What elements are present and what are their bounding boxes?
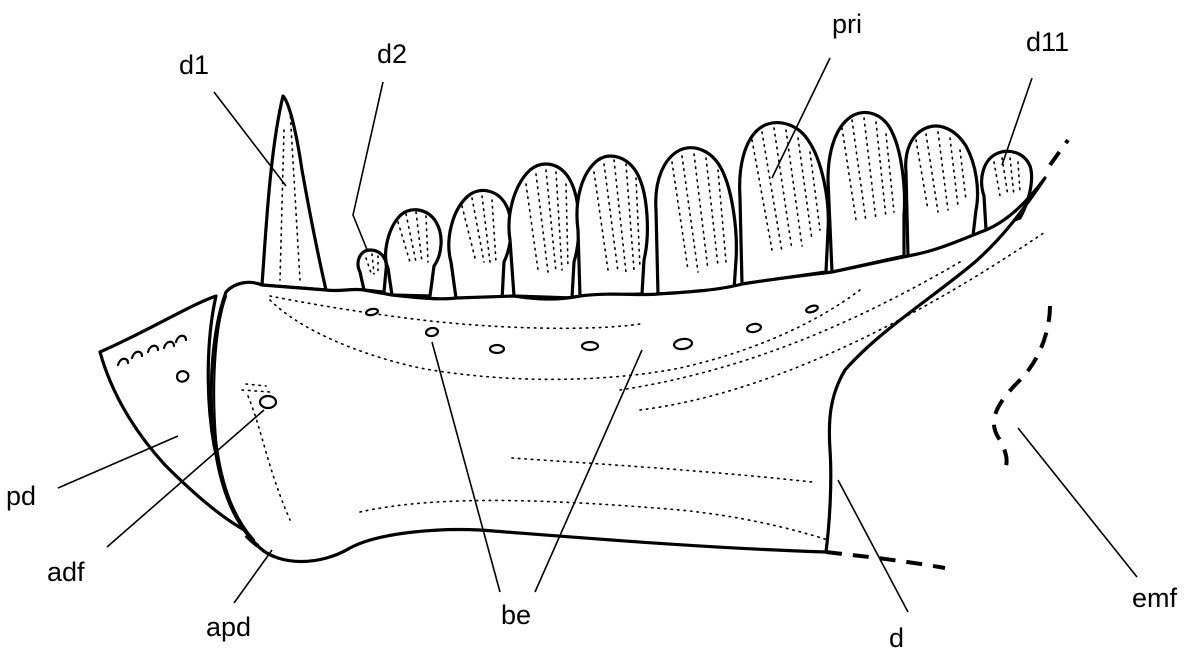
tooth-d1 bbox=[260, 94, 328, 292]
leader-be-1 bbox=[431, 341, 501, 593]
tooth-10 bbox=[904, 124, 980, 258]
label-be: be bbox=[501, 600, 532, 630]
dentary-stipple bbox=[241, 231, 1046, 541]
tooth-serration-stipple bbox=[279, 109, 1021, 281]
leader-d bbox=[837, 479, 909, 613]
label-d2: d2 bbox=[377, 39, 408, 69]
label-d11: d11 bbox=[1026, 27, 1070, 57]
label-adf: adf bbox=[47, 557, 85, 587]
dentary bbox=[209, 176, 1047, 563]
leader-d1 bbox=[213, 91, 287, 187]
pd-ornament bbox=[116, 334, 190, 383]
tooth-6 bbox=[575, 154, 649, 298]
label-apd: apd bbox=[206, 612, 252, 642]
tooth-5 bbox=[507, 162, 581, 300]
leader-d2 bbox=[352, 81, 384, 253]
symphysis-ridge bbox=[213, 294, 256, 542]
anterior-dentary-foramen bbox=[258, 394, 278, 410]
leader-pri bbox=[771, 57, 831, 179]
leader-adf bbox=[106, 409, 265, 548]
leader-pd bbox=[57, 435, 179, 489]
tooth-d2 bbox=[356, 248, 388, 294]
foramina bbox=[364, 304, 819, 355]
label-pd: pd bbox=[6, 481, 37, 511]
label-pri: pri bbox=[832, 9, 863, 39]
label-emf: emf bbox=[1132, 583, 1178, 613]
leader-be-2 bbox=[534, 349, 643, 593]
tooth-7 bbox=[654, 146, 738, 296]
label-d1: d1 bbox=[179, 50, 210, 80]
leader-emf bbox=[1017, 427, 1138, 578]
leader-d11 bbox=[1001, 77, 1033, 166]
leader-lines bbox=[57, 57, 1138, 613]
broken-margins bbox=[242, 138, 1070, 570]
tooth-4 bbox=[447, 188, 513, 302]
leader-apd bbox=[233, 549, 273, 604]
label-d: d bbox=[889, 623, 905, 653]
tooth-8 bbox=[738, 121, 830, 286]
tooth-9 bbox=[826, 110, 907, 274]
